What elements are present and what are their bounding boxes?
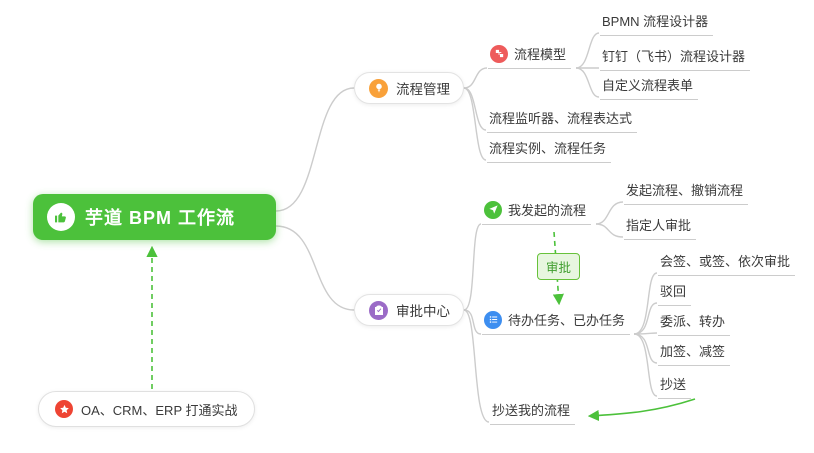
node-label: 会签、或签、依次审批	[660, 254, 791, 269]
practice-note[interactable]: OA、CRM、ERP 打通实战	[38, 391, 255, 427]
node-cc[interactable]: 抄送	[658, 374, 692, 399]
node-todo-done-tasks[interactable]: 待办任务、已办任务	[482, 310, 631, 335]
node-add-remove-sign[interactable]: 加签、减签	[658, 341, 731, 366]
node-label: 流程监听器、流程表达式	[489, 111, 633, 126]
node-cc-my-process[interactable]: 抄送我的流程	[490, 400, 576, 425]
node-label: 发起流程、撤销流程	[626, 183, 744, 198]
checklist-icon	[484, 310, 502, 329]
node-label: 流程模型	[514, 47, 567, 62]
node-assignee-approval[interactable]: 指定人审批	[624, 215, 697, 240]
arrow-approval-flow	[552, 231, 564, 306]
practice-label: OA、CRM、ERP 打通实战	[81, 402, 238, 418]
node-instance-task[interactable]: 流程实例、流程任务	[487, 138, 612, 163]
node-label: 指定人审批	[626, 218, 692, 233]
node-dingtalk-designer[interactable]: 钉钉（飞书）流程设计器	[600, 46, 751, 71]
send-icon	[484, 200, 502, 219]
node-label: 抄送我的流程	[492, 403, 571, 418]
approval-badge[interactable]: 审批	[537, 253, 581, 280]
flow-model-icon	[490, 44, 508, 63]
node-label: 委派、转办	[660, 314, 726, 329]
node-label: 待办任务、已办任务	[508, 313, 626, 328]
root-title: 芋道 BPM 工作流	[85, 208, 236, 228]
node-listener-expression[interactable]: 流程监听器、流程表达式	[487, 108, 638, 133]
root-node[interactable]: 芋道 BPM 工作流	[33, 194, 276, 240]
node-process-model[interactable]: 流程模型	[488, 44, 572, 69]
lightbulb-icon	[369, 78, 388, 98]
star-icon	[55, 400, 73, 418]
node-label: 钉钉（飞书）流程设计器	[602, 49, 746, 64]
branch-label: 审批中心	[396, 304, 450, 319]
branch-label: 流程管理	[396, 82, 450, 97]
node-process-management[interactable]: 流程管理	[354, 72, 464, 104]
node-bpmn-designer[interactable]: BPMN 流程设计器	[600, 11, 714, 36]
node-countersign[interactable]: 会签、或签、依次审批	[658, 251, 796, 276]
badge-label: 审批	[546, 261, 572, 275]
node-start-cancel[interactable]: 发起流程、撤销流程	[624, 180, 749, 205]
arrow-cc-to-ccme	[587, 398, 696, 422]
clipboard-check-icon	[369, 300, 388, 320]
node-label: 我发起的流程	[508, 203, 587, 218]
node-label: 加签、减签	[660, 344, 726, 359]
node-reject[interactable]: 驳回	[658, 281, 692, 306]
node-delegate-transfer[interactable]: 委派、转办	[658, 311, 731, 336]
node-custom-form[interactable]: 自定义流程表单	[600, 75, 699, 100]
node-label: 抄送	[660, 377, 687, 392]
node-label: 驳回	[660, 284, 687, 299]
node-approval-center[interactable]: 审批中心	[354, 294, 464, 326]
node-my-initiated[interactable]: 我发起的流程	[482, 200, 592, 225]
thumbs-up-icon	[47, 203, 75, 231]
node-label: 流程实例、流程任务	[489, 141, 607, 156]
node-label: BPMN 流程设计器	[602, 14, 709, 29]
node-label: 自定义流程表单	[602, 78, 694, 93]
